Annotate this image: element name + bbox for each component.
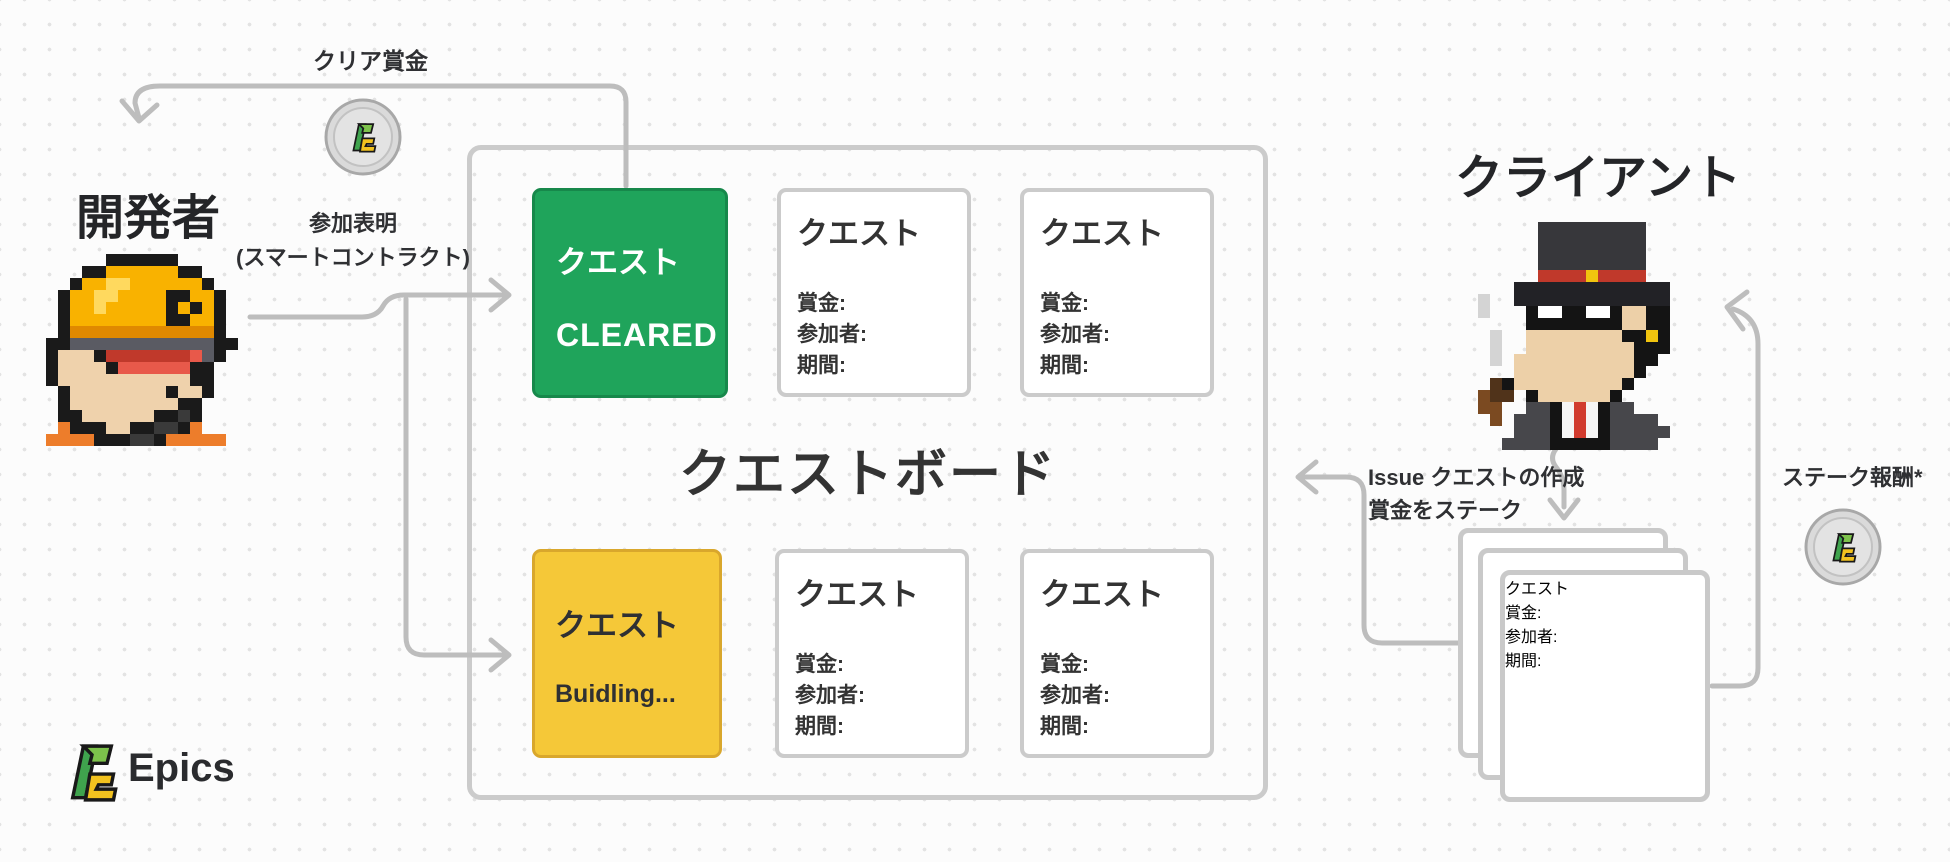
card-status: Buidling... <box>555 680 676 708</box>
prize-label: 賞金: <box>1040 653 1089 676</box>
arrowhead-down <box>1547 497 1581 521</box>
arrow-stake-reward <box>1709 306 1761 689</box>
card-fields: 賞金: 参加者: 期間: <box>1040 649 1110 742</box>
client-title: クライアント <box>1455 152 1742 205</box>
issue-quest-label-line2: 賞金をステーク <box>1368 498 1523 523</box>
quest-card-cleared: クエスト CLEARED <box>532 188 728 398</box>
card-title: クエスト <box>797 216 921 251</box>
quest-card: クエスト 賞金: 参加者: 期間: <box>777 188 971 397</box>
developer-title: 開発者 <box>76 192 221 245</box>
participation-label: 参加表明 <box>308 211 398 236</box>
arrowhead-down-left <box>119 98 160 124</box>
clear-reward-label: クリア賞金 <box>313 48 428 74</box>
period-label: 期間: <box>797 354 846 377</box>
prize-label: 賞金: <box>1505 605 1542 622</box>
client-pixel-avatar <box>1478 222 1670 450</box>
participants-label: 参加者: <box>1040 323 1110 346</box>
card-fields: 賞金: 参加者: 期間: <box>797 288 867 381</box>
quest-card: クエスト 賞金: 参加者: 期間: <box>1020 188 1214 397</box>
card-status: CLEARED <box>556 317 718 353</box>
quest-card-building: クエスト Buidling... <box>532 549 722 758</box>
quest-card: クエスト 賞金: 参加者: 期間: <box>775 549 969 758</box>
epics-logo-mark-icon <box>70 744 118 802</box>
participants-label: 参加者: <box>1040 684 1110 707</box>
card-fields: 賞金: 参加者: 期間: <box>1040 288 1110 381</box>
prize-label: 賞金: <box>1040 292 1089 315</box>
prize-label: 賞金: <box>795 653 844 676</box>
card-title: クエスト <box>1505 581 1570 598</box>
participants-label: 参加者: <box>797 323 867 346</box>
quest-stack-front: クエスト 賞金: 参加者: 期間: <box>1500 570 1710 802</box>
card-title: クエスト <box>1040 216 1164 251</box>
card-fields: 賞金: 参加者: 期間: <box>795 649 865 742</box>
card-title: クエスト <box>555 608 679 643</box>
prize-label: 賞金: <box>797 292 846 315</box>
participation-note-label: (スマートコントラクト) <box>236 245 470 270</box>
epics-coin-icon <box>324 98 402 176</box>
brand-name: Epics <box>128 746 235 790</box>
developer-pixel-avatar <box>46 254 238 446</box>
period-label: 期間: <box>1040 715 1089 738</box>
card-title: クエスト <box>795 577 919 612</box>
issue-quest-label-line1: Issue クエストの作成 <box>1368 465 1585 490</box>
participants-label: 参加者: <box>795 684 865 707</box>
epics-coin-icon <box>1804 508 1882 586</box>
card-title: クエスト <box>556 245 680 280</box>
quest-board-title: クエストボード <box>678 446 1057 504</box>
period-label: 期間: <box>1040 354 1089 377</box>
period-label: 期間: <box>1505 653 1542 670</box>
stake-reward-label: ステーク報酬* <box>1782 465 1923 490</box>
arrowhead-left <box>1295 459 1319 495</box>
participants-label: 参加者: <box>1505 629 1558 646</box>
arrowhead-up-left <box>1724 289 1750 332</box>
card-title: クエスト <box>1040 577 1164 612</box>
card-fields: 賞金: 参加者: 期間: <box>1505 599 1705 671</box>
period-label: 期間: <box>795 715 844 738</box>
arrow-participation-top <box>247 292 507 320</box>
quest-card: クエスト 賞金: 参加者: 期間: <box>1020 549 1214 758</box>
